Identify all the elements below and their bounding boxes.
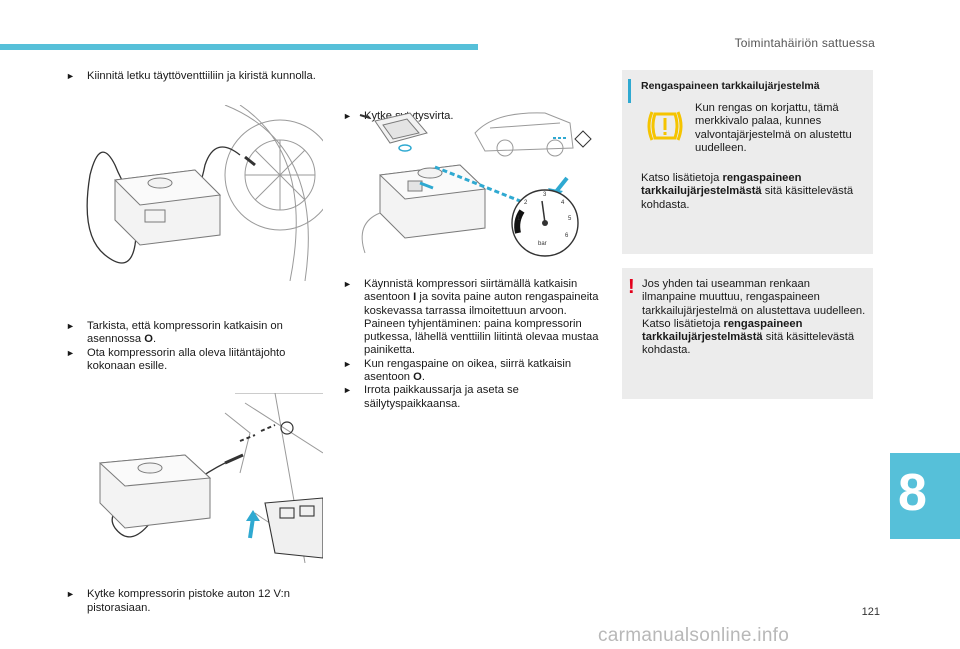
gauge-unit: bar <box>538 241 547 247</box>
arrow-bullet-icon: ► <box>66 347 75 358</box>
page-number: 121 <box>861 606 880 618</box>
header-accent-bar <box>0 44 478 50</box>
illustration-12v-socket <box>75 393 323 563</box>
arrow-bullet-icon: ► <box>343 279 352 289</box>
col1-step-1: ► Kiinnitä letku täyttöventtiiliin ja ki… <box>66 70 316 82</box>
section-title: Toimintahäiriön sattuessa <box>734 36 875 50</box>
col2-step-4: ► Irrota paikkaussarja ja aseta se säily… <box>343 384 519 410</box>
col1-step-4: ► Kytke kompressorin pistoke auton 12 V:… <box>66 588 290 614</box>
gauge-tick-3: 3 <box>543 192 547 198</box>
watermark: carmanualsonline.info <box>598 625 790 646</box>
tpms-icon-description: Kun rengas on korjattu, tämä merkkivalo … <box>695 102 852 154</box>
col1-step-2: ► Tarkista, että kompressorin katkaisin … <box>66 320 283 346</box>
warning-text: Jos yhden tai useamman renkaan ilmanpain… <box>642 278 866 357</box>
tire-pressure-warning-icon <box>644 108 686 144</box>
exclamation-icon: ! <box>628 276 635 298</box>
col1-steps-2-3: ► Tarkista, että kompressorin katkaisin … <box>66 320 316 373</box>
info-box-reference: Katso lisätietoja rengaspaineen tarkkail… <box>641 172 854 211</box>
arrow-bullet-icon: ► <box>343 110 352 121</box>
chapter-number: 8 <box>898 464 927 522</box>
arrow-bullet-icon: ► <box>343 358 352 369</box>
col1-step-3: ► Ota kompressorin alla oleva liitäntäjo… <box>66 346 286 372</box>
gauge-tick-5: 5 <box>568 216 572 222</box>
pressure-gauge: 1 2 3 4 5 6 bar <box>511 189 579 257</box>
illustration-compressor-gauge: 1 2 3 4 5 6 bar <box>345 103 595 265</box>
gauge-tick-1: 1 <box>517 216 521 222</box>
tpms-warning-box: ! Jos yhden tai useamman renkaan ilmanpa… <box>622 268 873 399</box>
arrow-bullet-icon: ► <box>343 385 352 396</box>
col2-step-2: ► Käynnistä kompressori siirtämällä katk… <box>343 278 599 357</box>
gauge-tick-2: 2 <box>524 200 528 206</box>
arrow-bullet-icon: ► <box>66 321 75 331</box>
arrow-bullet-icon: ► <box>66 71 75 81</box>
gauge-tick-6: 6 <box>565 233 569 239</box>
col2-step-3: ► Kun rengaspaine on oikea, siirrä katka… <box>343 357 572 384</box>
info-marker <box>628 79 631 103</box>
gauge-tick-4: 4 <box>561 200 565 206</box>
arrow-bullet-icon: ► <box>66 589 75 600</box>
chapter-tab: 8 <box>890 453 960 539</box>
info-box-title: Rengaspaineen tarkkailujärjestelmä <box>641 80 820 92</box>
illustration-hose-valve <box>75 105 323 281</box>
tpms-info-box: Rengaspaineen tarkkailujärjestelmä Kun r… <box>622 70 873 254</box>
col2-steps-2-4: ► Käynnistä kompressori siirtämällä katk… <box>343 278 601 411</box>
